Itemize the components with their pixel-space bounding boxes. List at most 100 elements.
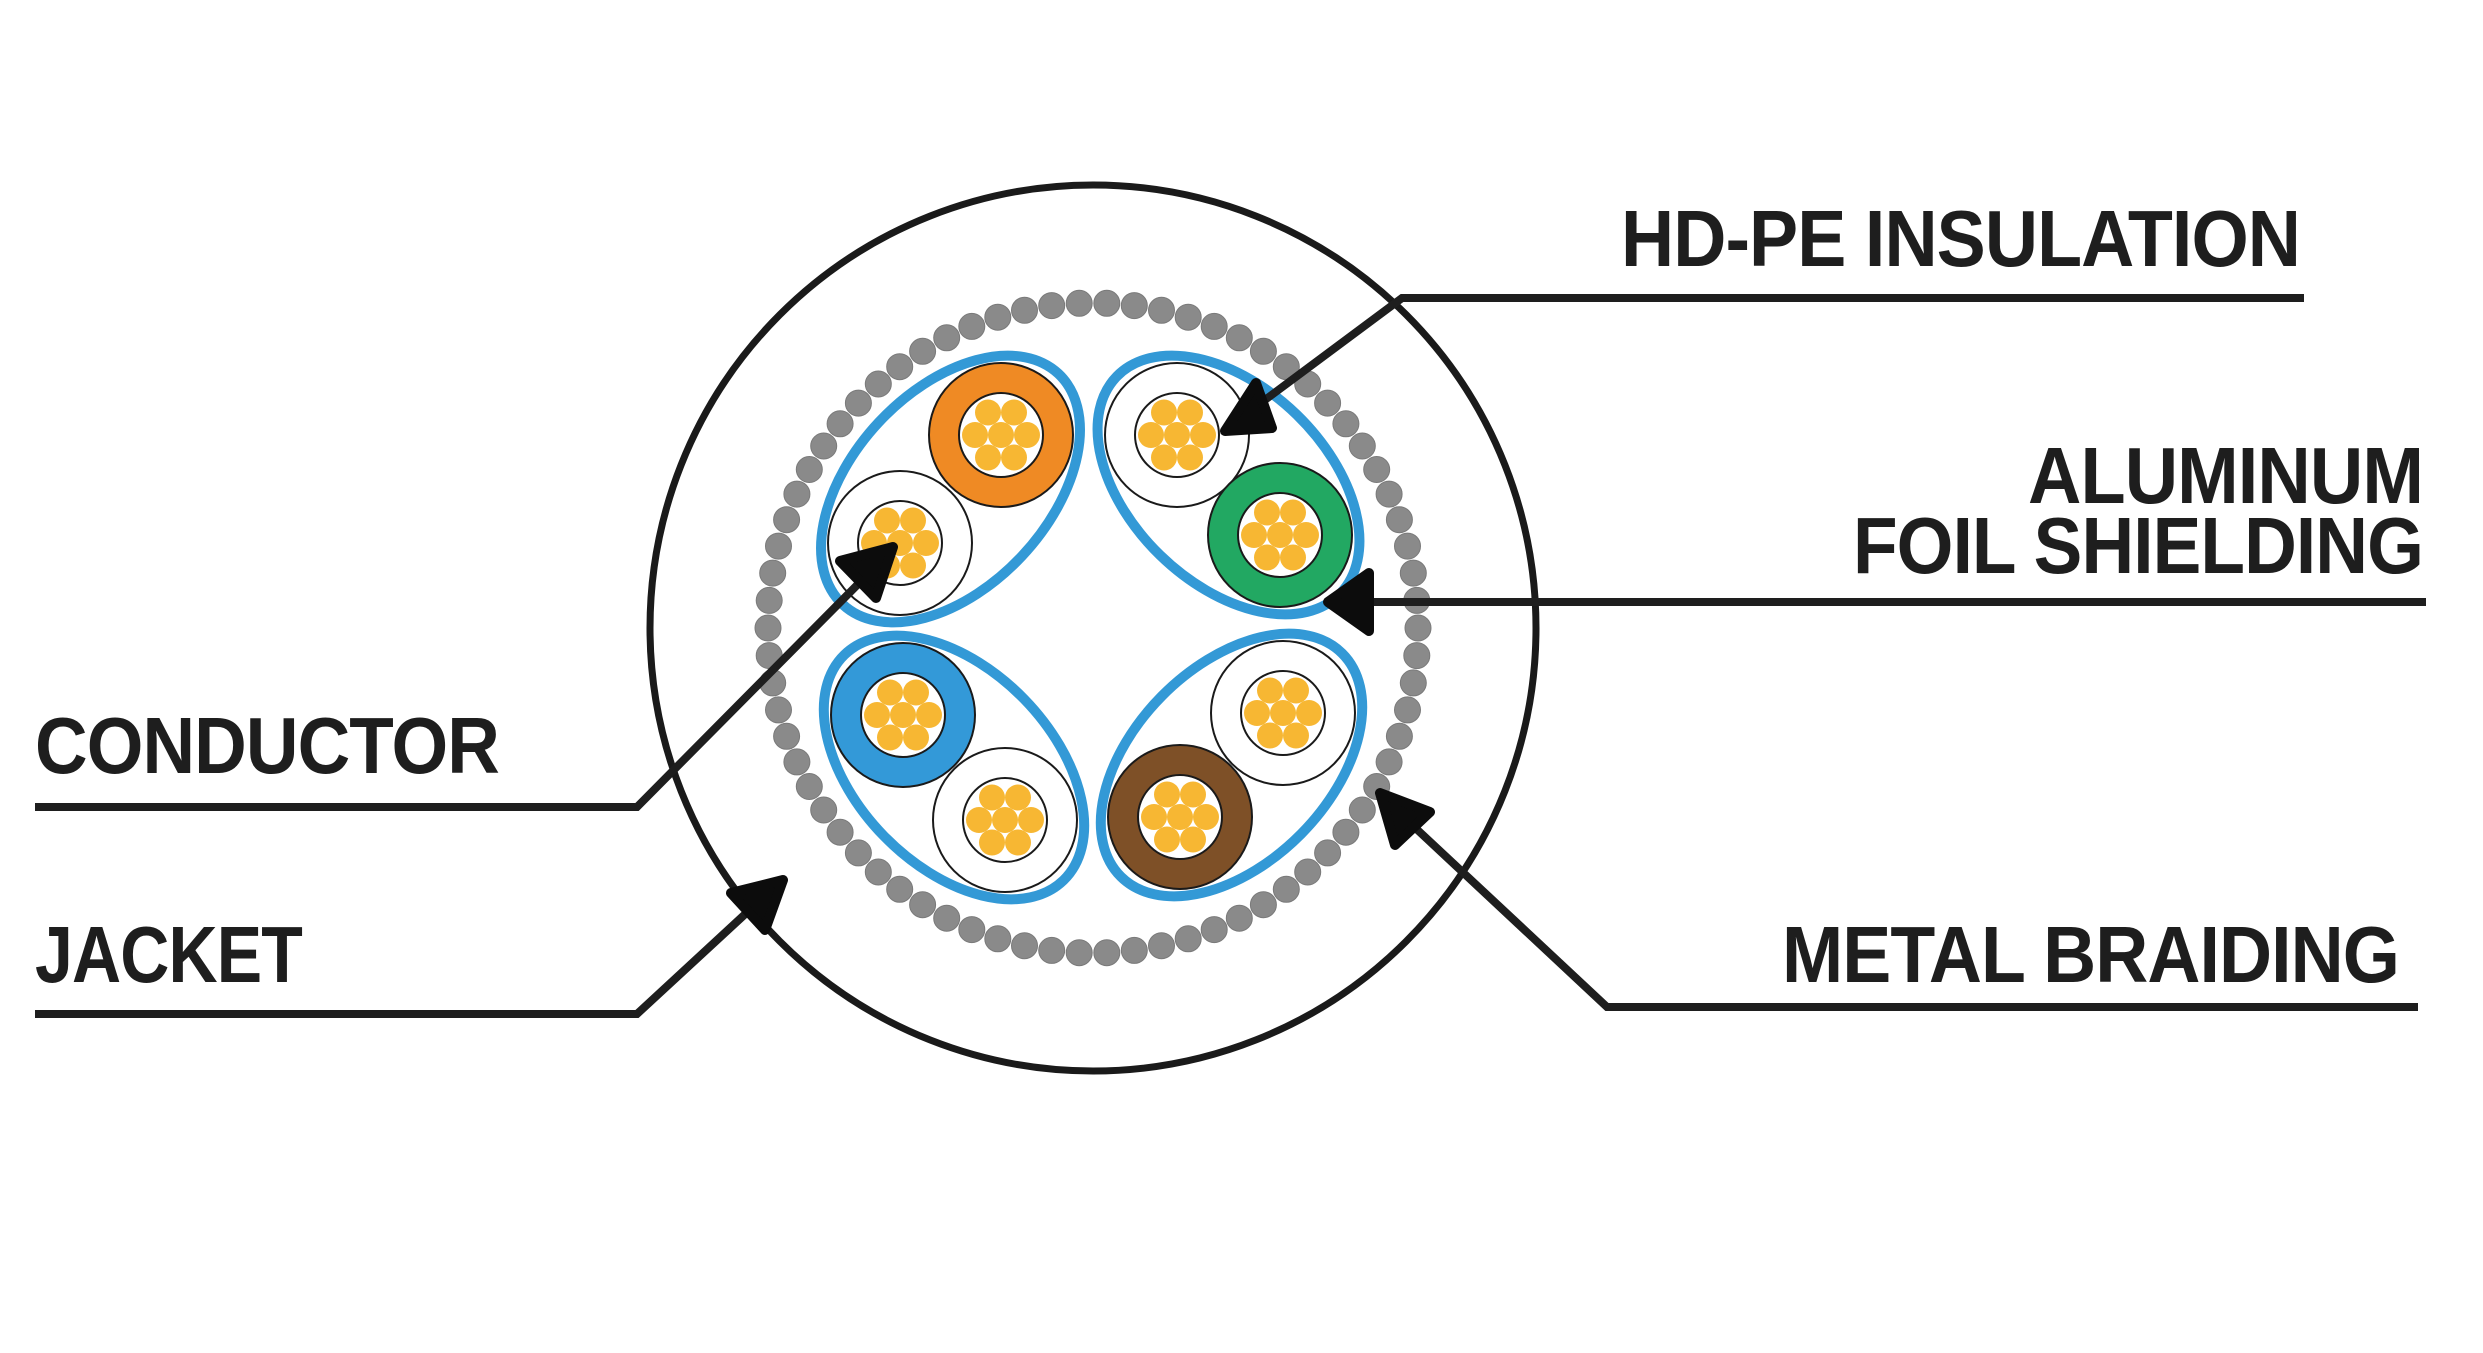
conductor-strand <box>1018 807 1044 833</box>
conductor-leader-line <box>35 559 883 811</box>
braid-strand <box>759 559 787 587</box>
braid-strand <box>844 389 872 417</box>
conductor-strand <box>1177 444 1203 471</box>
conductor-strand <box>1180 826 1206 853</box>
braid-strand <box>1011 932 1038 960</box>
braid-strand <box>909 891 937 919</box>
braid-strand <box>795 773 823 800</box>
wire-blue <box>830 642 976 788</box>
conductor-strand <box>1293 522 1319 548</box>
foil-arrowhead-icon <box>1323 568 1374 636</box>
conductor-strand <box>1190 422 1216 448</box>
braid-strand <box>1038 292 1066 320</box>
braid-strand <box>844 839 872 867</box>
conductor-strand <box>1193 804 1219 830</box>
braid-strand <box>1348 432 1376 460</box>
conductor-strand <box>1154 781 1180 808</box>
conductor-strand <box>1257 722 1283 749</box>
wire-white-brown <box>1210 640 1356 786</box>
wire-brown <box>1107 744 1253 890</box>
conductor-strand <box>979 829 1005 856</box>
braid-strand <box>1399 559 1427 587</box>
leader-lines <box>35 294 2426 1018</box>
conductor-strand <box>1257 677 1283 704</box>
braid-strand <box>1120 936 1148 964</box>
conductor-strand <box>900 507 926 534</box>
label-jacket: JACKET <box>35 910 303 999</box>
conductor-strand <box>1283 677 1309 704</box>
wire-white-blue <box>932 747 1078 893</box>
conductor-strand <box>1254 499 1280 526</box>
braid-strand <box>1249 337 1277 365</box>
braid-strand <box>773 506 801 534</box>
braid-strand <box>984 303 1012 331</box>
braid-strand <box>1394 532 1421 560</box>
conductor-strand <box>1141 804 1167 830</box>
conductor-strand <box>877 724 903 751</box>
braid-strand <box>1314 839 1342 867</box>
conductor-strand <box>966 807 992 833</box>
braid-strand <box>1093 289 1121 317</box>
conductor-strand <box>1014 422 1040 448</box>
jacket-arrowhead-icon <box>726 875 788 935</box>
wire-white-green <box>1104 362 1250 508</box>
braid-strand <box>826 818 854 846</box>
conductor-strand <box>1005 829 1031 856</box>
conductor-strand <box>1280 499 1306 526</box>
label-aluminum: ALUMINUM <box>2028 431 2423 520</box>
braid-strand <box>755 586 783 614</box>
braid-strand <box>958 312 986 340</box>
wire-green <box>1207 462 1353 608</box>
conductor-strand <box>890 702 916 728</box>
braid-strand <box>1272 875 1300 903</box>
braid-strand <box>1394 696 1421 724</box>
braid-strand <box>1294 858 1322 886</box>
conductor-strand <box>900 552 926 579</box>
conductor-strand <box>877 679 903 706</box>
conductor-strand <box>1001 399 1027 426</box>
conductor-strand <box>864 702 890 728</box>
conductor-strand <box>1270 700 1296 726</box>
conductor-arrowhead-icon <box>835 542 898 603</box>
braid-strand <box>1332 818 1360 846</box>
braid-strand <box>933 904 961 932</box>
braid-strand <box>1348 796 1376 824</box>
braid-strand <box>1200 916 1228 944</box>
braid-strand <box>1120 292 1148 320</box>
braid-strand <box>1065 289 1093 317</box>
conductor-strand <box>1280 544 1306 571</box>
conductor-strand <box>913 530 939 556</box>
twisted-pair-wires <box>827 362 1356 893</box>
braid-strand <box>765 532 792 560</box>
braid-strand <box>1174 303 1202 331</box>
braid-strand <box>1011 296 1038 324</box>
braid-strand <box>783 480 811 508</box>
hdpe-leader-line <box>1235 294 2304 424</box>
conductor-strand <box>1241 522 1267 548</box>
conductor-strand <box>1267 522 1293 548</box>
braid-strand <box>1314 389 1342 417</box>
braid-strand <box>795 456 823 483</box>
braid-strand <box>810 432 838 460</box>
braid-strand <box>1385 722 1413 750</box>
braid-strand <box>1148 932 1175 960</box>
braid-strand <box>773 722 801 750</box>
conductor-strand <box>903 724 929 751</box>
braid-strand <box>826 410 854 438</box>
labels: HD-PE INSULATION ALUMINUM FOIL SHIELDING… <box>35 194 2424 999</box>
braid-strand <box>1225 904 1253 932</box>
conductor-strand <box>1154 826 1180 853</box>
braid-strand <box>783 748 811 776</box>
wire-orange <box>928 362 1074 508</box>
conductor-strand <box>1151 444 1177 471</box>
conductor-strand <box>1164 422 1190 448</box>
braid-strand <box>984 925 1012 953</box>
label-conductor: CONDUCTOR <box>35 701 499 790</box>
conductor-strand <box>979 784 1005 811</box>
braid-strand <box>1363 456 1391 483</box>
braid-arrowhead-icon <box>1375 788 1435 850</box>
braid-strand <box>864 858 892 886</box>
label-metal-braiding: METAL BRAIDING <box>1782 910 2399 999</box>
conductor-strand <box>903 679 929 706</box>
braid-strand <box>886 353 914 381</box>
